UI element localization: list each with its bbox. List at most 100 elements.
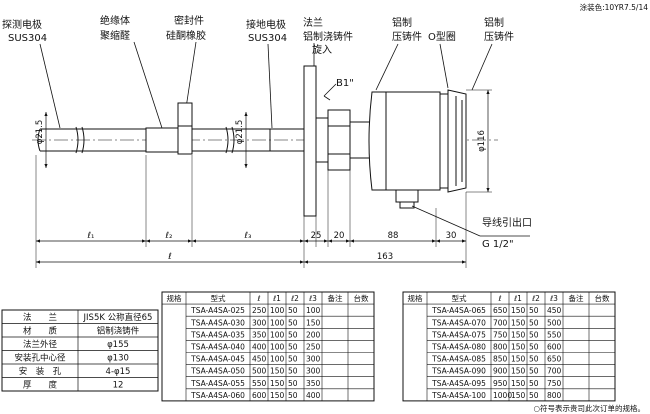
callout-probe: 探测电极 SUS304 — [2, 18, 61, 129]
model-table-cell-value: 600 — [252, 391, 267, 400]
model-table-cell-value: 400 — [306, 391, 321, 400]
flange-spec-value: φ155 — [107, 340, 129, 350]
dim-l: ℓ — [167, 252, 172, 262]
model-table-cell-value: 650 — [493, 306, 508, 315]
flange-spec-value: 4-φ15 — [106, 367, 131, 377]
callout-cover-line2: 压铸件 — [484, 30, 514, 43]
model-table-header-right: 规格 — [408, 293, 423, 303]
dim-l2: ℓ₂ — [165, 231, 173, 241]
model-table-header-right: ℓ3 — [549, 294, 558, 303]
model-table-cell-model: TSA-A4SA-065 — [431, 306, 486, 315]
dim-88: 88 — [388, 231, 399, 241]
model-table-header-right: ℓ1 — [513, 294, 522, 303]
model-table-cell-value: 50 — [529, 379, 539, 388]
model-table-cell-model: TSA-A4SA-060 — [190, 391, 245, 400]
model-table-cell-value: 150 — [270, 367, 285, 376]
model-table-cell-value: 50 — [288, 343, 298, 352]
callout-housing-line2: 压铸件 — [392, 30, 422, 43]
model-table-cell-value: 250 — [306, 343, 321, 352]
model-table-cell-value: 100 — [270, 343, 285, 352]
dim-body-dia-text: φ116 — [477, 130, 487, 152]
model-table-cell-value: 150 — [270, 391, 285, 400]
callout-ground-line1: 接地电极 — [246, 18, 286, 31]
callout-seal-line1: 密封件 — [174, 14, 204, 27]
model-table-cell-model: TSA-A4SA-075 — [431, 330, 486, 339]
callout-oring-text: O型圈 — [428, 30, 456, 43]
model-table-cell-value: 50 — [288, 367, 298, 376]
model-table-cell-value: 150 — [511, 379, 526, 388]
callout-thread-text: B1" — [336, 78, 354, 89]
callout-ground-line2: SUS304 — [248, 33, 287, 44]
dim-l3: ℓ₃ — [244, 231, 252, 241]
model-table-cell-value: 350 — [252, 330, 267, 339]
model-table-cell-model: TSA-A4SA-055 — [190, 379, 245, 388]
model-table-cell-value: 100 — [270, 330, 285, 339]
flange-spec-label: 厚 度 — [23, 380, 58, 391]
dim-rod-dia-2-text: φ21.5 — [235, 120, 245, 145]
model-table-cell-value: 50 — [529, 318, 539, 327]
paint-note: 涂装色:10YR7.5/14 — [580, 2, 649, 12]
model-table-header-left: 台数 — [354, 293, 369, 303]
dim-rod-dia-1-text: φ21.5 — [35, 120, 45, 145]
model-table-cell-value: 100 — [270, 355, 285, 364]
model-table-cell-model: TSA-A4SA-045 — [190, 355, 245, 364]
model-table-cell-value: 50 — [288, 391, 298, 400]
model-table-cell-value: 150 — [511, 355, 526, 364]
dim-body-dia: φ116 — [466, 89, 492, 193]
model-table-cell-model: TSA-A4SA-025 — [190, 306, 245, 315]
model-table-cell-value: 150 — [511, 318, 526, 327]
callout-ground: 接地电极 SUS304 — [246, 18, 287, 129]
model-table-header-left: ℓ1 — [272, 294, 281, 303]
model-table-cell-value: 750 — [493, 330, 508, 339]
callout-flange: 法兰 铝制浇铸件 旋入 — [303, 16, 353, 66]
model-table-cell-model: TSA-A4SA-030 — [190, 318, 245, 327]
flange-spec-label: 安装孔中心径 — [14, 353, 66, 364]
model-table-header-right: 台数 — [595, 293, 610, 303]
dim-rod-dia-2: φ21.5 — [235, 112, 248, 168]
model-table-header-left: ℓ2 — [290, 294, 299, 303]
model-table-cell-value: 450 — [547, 306, 562, 315]
dim-25: 25 — [311, 231, 322, 241]
model-table-cell-value: 50 — [529, 367, 539, 376]
callout-cover-line1: 铝制 — [484, 16, 504, 29]
callout-insulator-line2: 聚缩醛 — [100, 29, 130, 42]
model-table-cell-value: 800 — [493, 343, 508, 352]
dim-20: 20 — [334, 231, 345, 241]
model-table-cell-value: 1000 — [493, 391, 512, 400]
model-table-cell-value: 200 — [306, 330, 321, 339]
model-table-cell-value: 50 — [288, 306, 298, 315]
flange-spec-value: φ130 — [107, 354, 129, 364]
dim-163: 163 — [377, 252, 393, 262]
model-table-cell-model: TSA-A4SA-085 — [431, 355, 486, 364]
flange-spec-value: 12 — [113, 381, 124, 391]
flange-spec-label: 材 质 — [23, 326, 58, 337]
model-table-cell-value: 150 — [511, 391, 526, 400]
model-table-cell-value: 100 — [306, 306, 321, 315]
callout-insulator-line1: 绝缘体 — [100, 14, 130, 27]
model-table-cell-value: 550 — [252, 379, 267, 388]
model-table-cell-value: 700 — [547, 367, 562, 376]
model-table-cell-model: TSA-A4SA-095 — [431, 379, 486, 388]
callout-flange-line2: 铝制浇铸件 — [303, 30, 353, 43]
callout-flange-line1: 法兰 — [303, 16, 323, 29]
dim-rod-dia-1: φ21.5 — [35, 112, 48, 168]
dim-30: 30 — [446, 231, 457, 241]
model-table-cell-value: 550 — [547, 330, 562, 339]
model-table-cell-value: 50 — [529, 355, 539, 364]
model-table-cell-model: TSA-A4SA-080 — [431, 343, 486, 352]
model-table-cell-value: 700 — [493, 318, 508, 327]
footnote: ○符号表示贵司此次订单的规格。 — [533, 403, 645, 413]
model-table-cell-value: 50 — [529, 330, 539, 339]
model-table-header-right: 备注 — [569, 293, 584, 303]
model-table-cell-value: 300 — [252, 318, 267, 327]
callout-cable-entry-line1: 导线引出口 — [482, 216, 532, 229]
callout-cable-entry: 导线引出口 G 1/2" — [411, 205, 532, 250]
model-table-cell-value: 150 — [511, 343, 526, 352]
callout-seal: 密封件 硅酮橡胶 — [166, 14, 206, 109]
callout-cover: 铝制 压铸件 — [471, 16, 514, 91]
flange-spec-value: 铝制浇铸件 — [97, 326, 140, 337]
model-table-cell-value: 100 — [270, 306, 285, 315]
model-table-header-right: 型式 — [452, 293, 467, 303]
model-table-cell-value: 150 — [511, 306, 526, 315]
